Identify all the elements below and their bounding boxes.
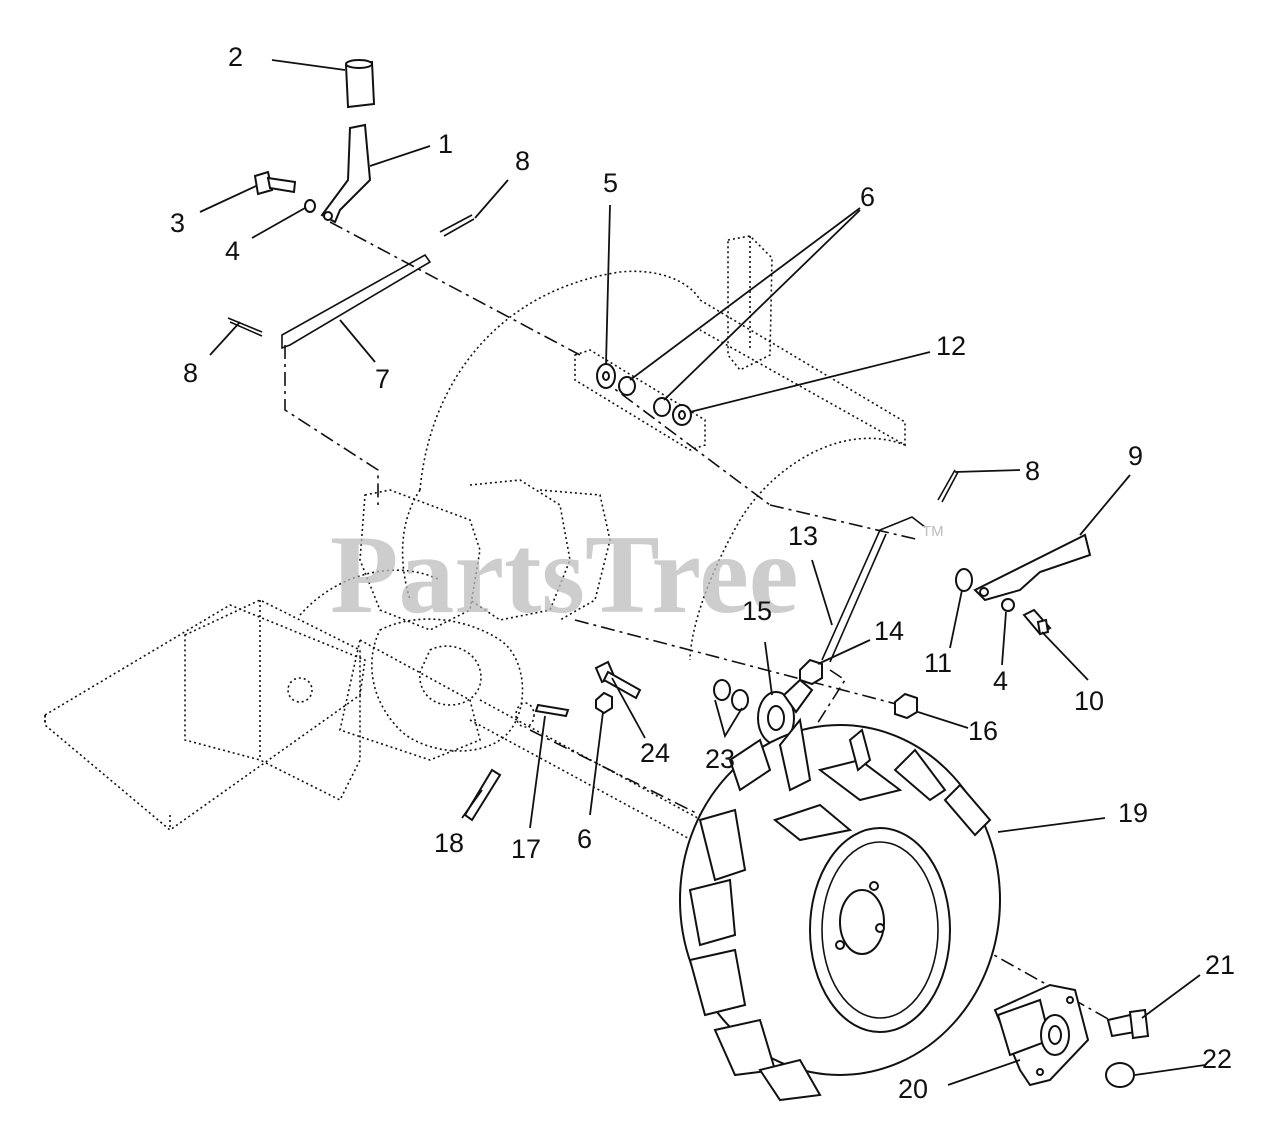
part-12-washer [672,404,692,426]
callout-6: 6 [577,824,592,854]
callout-23: 23 [705,744,735,774]
trademark-mark: TM [922,523,944,540]
callout-labels: 2 1 8 3 4 5 6 8 7 12 8 9 13 15 14 11 4 1… [170,42,1235,1104]
part-2-handle-grip [344,59,376,109]
tiller-frame-drawing [44,235,906,851]
callout-14: 14 [874,616,904,646]
callout-6: 6 [860,182,875,212]
part-18-bolt [463,768,502,822]
leader-lines [199,59,1206,1086]
callout-22: 22 [1202,1044,1232,1074]
part-17-key [534,703,570,718]
part-24-bolt [594,660,642,700]
callout-12: 12 [936,331,966,361]
callout-20: 20 [898,1074,928,1104]
part-8-cotter-pin-upper [439,214,475,237]
assembly-center-lines [284,221,1111,1021]
part-8-cotter-pin-left [227,317,263,337]
part-3-bolt [253,170,297,196]
callout-8: 8 [183,358,198,388]
part-6-nuts [618,376,671,417]
callout-10: 10 [1074,686,1104,716]
callout-5: 5 [603,168,618,198]
part-1-shift-lever [320,123,372,224]
part-4-spacer-lower [1001,598,1015,612]
callout-11: 11 [924,648,952,678]
part-22-hub-cap [1105,1062,1135,1088]
part-19-tire-wheel [679,717,1001,1102]
callout-8: 8 [1025,456,1040,486]
callout-24: 24 [640,738,670,768]
part-16-nut [894,692,918,720]
part-20-hub [993,983,1090,1087]
part-13-depth-rod [821,516,926,663]
callout-3: 3 [170,208,185,238]
callout-19: 19 [1118,798,1148,828]
callout-2: 2 [228,42,243,72]
part-5-washer [596,363,616,389]
part-7-shift-rod [281,253,432,350]
part-4-spacer-upper [304,199,316,213]
part-21-bolt [1106,1008,1150,1040]
callout-7: 7 [375,364,390,394]
part-15-rod-end [757,678,814,745]
callout-16: 16 [968,716,998,746]
callout-18: 18 [434,828,464,858]
part-8-cotter-pin-right [937,469,959,503]
callout-9: 9 [1128,441,1143,471]
part-23-washers [713,679,749,711]
part-9-depth-lever [973,533,1092,602]
partstree-watermark: PartsTree [330,513,799,637]
callout-17: 17 [511,834,541,864]
callout-21: 21 [1205,950,1235,980]
callout-13: 13 [788,521,818,551]
callout-15: 15 [742,596,772,626]
part-11-washer [955,568,973,592]
part-6-nut-lower [595,691,613,715]
part-10-bolt [1022,608,1052,636]
callout-1: 1 [438,129,453,159]
callout-4: 4 [225,236,240,266]
callout-8: 8 [515,146,530,176]
callout-4: 4 [993,666,1008,696]
